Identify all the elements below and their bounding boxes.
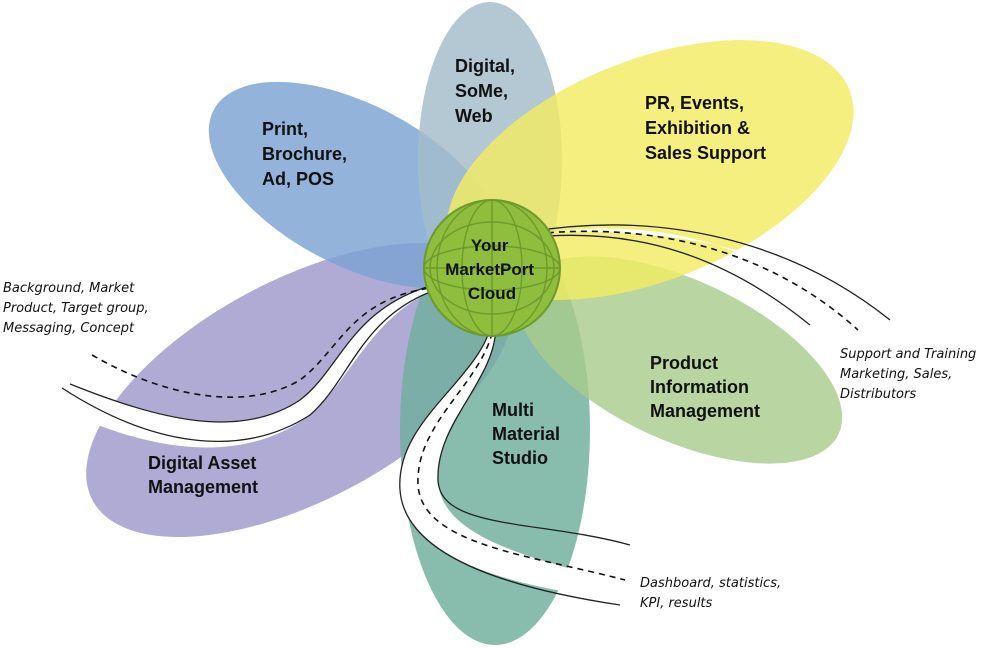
road-bottom-edge-left bbox=[399, 321, 621, 606]
label-dam: Digital Asset Management bbox=[148, 453, 261, 497]
note-input-line-3: Messaging, Concept bbox=[3, 321, 135, 336]
note-dashboard: Dashboard, statistics, KPI, results bbox=[640, 576, 785, 611]
label-pim-line-2: Information bbox=[650, 377, 749, 397]
label-pr-line-1: PR, Events, bbox=[645, 93, 744, 113]
note-support-line-3: Distributors bbox=[840, 387, 916, 402]
petal-dam bbox=[86, 243, 514, 537]
label-digital-line-3: Web bbox=[455, 106, 493, 126]
note-dashboard-line-1: Dashboard, statistics, bbox=[640, 576, 781, 591]
notes: Background, Market Product, Target group… bbox=[3, 281, 980, 611]
petal-pim bbox=[517, 256, 843, 464]
note-input-line-1: Background, Market bbox=[3, 281, 135, 296]
label-pr: PR, Events, Exhibition & Sales Support bbox=[645, 93, 766, 163]
label-mms-line-2: Material bbox=[492, 424, 560, 444]
label-pim-line-3: Management bbox=[650, 401, 760, 421]
note-support: Support and Training Marketing, Sales, D… bbox=[840, 347, 980, 402]
road-right-dashes bbox=[525, 230, 859, 331]
note-input: Background, Market Product, Target group… bbox=[3, 281, 153, 336]
road-left-edge-top bbox=[69, 285, 431, 423]
label-digital-line-2: SoMe, bbox=[455, 81, 508, 101]
label-mms-line-3: Studio bbox=[492, 448, 548, 468]
label-dam-line-2: Management bbox=[148, 477, 258, 497]
road-bottom-edge-right bbox=[437, 321, 631, 546]
hub-line-1: Your bbox=[471, 236, 509, 255]
hub-label: Your MarketPort Cloud bbox=[445, 236, 539, 303]
label-pim: Product Information Management bbox=[650, 353, 760, 421]
hub-line-3: Cloud bbox=[468, 284, 516, 303]
road-right-edge-top bbox=[527, 224, 891, 321]
label-print-line-3: Ad, POS bbox=[262, 169, 334, 189]
note-support-line-1: Support and Training bbox=[840, 347, 976, 362]
hub-globe: Your MarketPort Cloud bbox=[423, 199, 561, 337]
road-right-edge-bottom bbox=[524, 234, 811, 326]
label-print-line-1: Print, bbox=[262, 119, 308, 139]
roads-layer bbox=[61, 224, 891, 606]
label-digital: Digital, SoMe, Web bbox=[455, 56, 520, 126]
label-pr-line-2: Exhibition & bbox=[645, 118, 750, 138]
note-input-line-2: Product, Target group, bbox=[3, 301, 149, 316]
label-dam-line-1: Digital Asset bbox=[148, 453, 256, 473]
road-left-edge-bottom bbox=[61, 291, 431, 442]
hub-line-2: MarketPort bbox=[445, 260, 534, 279]
label-digital-line-1: Digital, bbox=[455, 56, 515, 76]
globe-icon bbox=[423, 199, 561, 337]
label-print-line-2: Brochure, bbox=[262, 144, 347, 164]
road-bottom-fill bbox=[399, 322, 630, 600]
road-bottom-dashes bbox=[417, 321, 626, 581]
note-dashboard-line-2: KPI, results bbox=[640, 596, 713, 611]
label-pr-line-3: Sales Support bbox=[645, 143, 766, 163]
petal-labels: Print, Brochure, Ad, POS Digital, SoMe, … bbox=[148, 56, 766, 497]
label-pim-line-1: Product bbox=[650, 353, 718, 373]
label-mms-line-1: Multi bbox=[492, 400, 534, 420]
note-support-line-2: Marketing, Sales, bbox=[840, 367, 952, 382]
label-mms: Multi Material Studio bbox=[492, 400, 565, 468]
label-print: Print, Brochure, Ad, POS bbox=[262, 119, 352, 189]
